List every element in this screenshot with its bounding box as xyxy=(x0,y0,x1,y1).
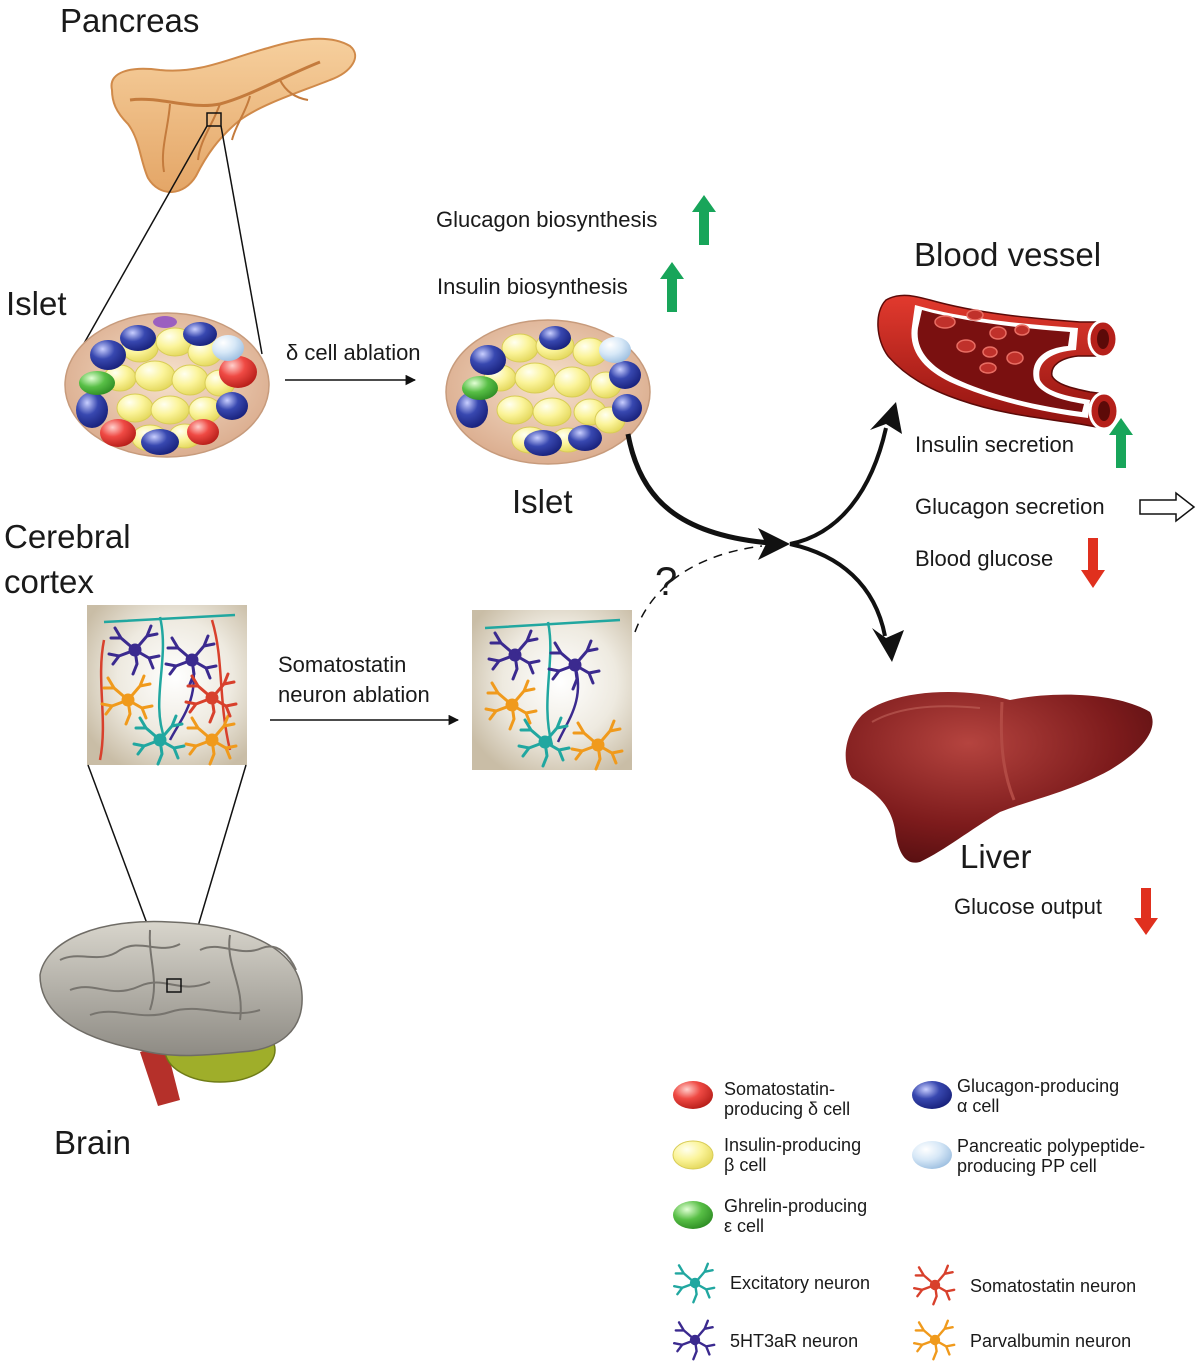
islet-left-illustration xyxy=(64,312,270,458)
legend-epsilon-swatch xyxy=(673,1201,713,1229)
islet-bottom-label: Islet xyxy=(512,483,573,520)
legend-parvalbumin-neuron-icon xyxy=(913,1319,956,1361)
glucagon-biosynthesis-label: Glucagon biosynthesis xyxy=(436,207,658,232)
cortex-left-illustration xyxy=(87,605,247,766)
pancreas-illustration xyxy=(77,37,357,355)
insulin-biosynthesis-up-arrow xyxy=(660,262,684,312)
islet-to-hub-arrow xyxy=(625,433,771,546)
islet-right-illustration xyxy=(445,319,651,465)
liver-label: Liver xyxy=(960,838,1032,875)
blood-vessel-label: Blood vessel xyxy=(914,236,1102,273)
legend-delta-swatch xyxy=(673,1081,713,1109)
insulin-biosynthesis-label: Insulin biosynthesis xyxy=(437,274,628,299)
legend-somatostatin-neuron-text: Somatostatin neuron xyxy=(970,1276,1137,1296)
glucagon-secretion-unchanged-arrow xyxy=(1139,491,1196,523)
legend-pp-text: Pancreatic polypeptide- producing PP cel… xyxy=(957,1136,1146,1177)
legend-excitatory-neuron-icon xyxy=(673,1262,716,1304)
cortex-to-hub-dashed-arrow xyxy=(634,545,763,633)
legend-alpha-text: Glucagon-producing α cell xyxy=(957,1076,1120,1117)
legend-beta-text: Insulin-producing β cell xyxy=(724,1135,862,1176)
blood-glucose-label: Blood glucose xyxy=(915,546,1054,571)
brain-illustration xyxy=(39,764,303,1106)
blood-glucose-down-arrow xyxy=(1081,538,1105,588)
legend-pp-swatch xyxy=(912,1141,952,1169)
legend-swatches xyxy=(672,1081,956,1361)
pancreas-label: Pancreas xyxy=(60,2,200,39)
legend-alpha-swatch xyxy=(912,1081,952,1109)
blood-vessel-illustration xyxy=(877,294,1120,431)
somatostatin-ablation-label-line2: neuron ablation xyxy=(278,682,430,707)
insulin-secretion-up-arrow xyxy=(1109,418,1133,468)
cortex-right-illustration xyxy=(472,610,632,771)
question-mark: ? xyxy=(655,560,678,604)
legend-beta-swatch xyxy=(672,1140,714,1170)
cerebral-cortex-label-line2: cortex xyxy=(4,563,94,600)
brain-label: Brain xyxy=(54,1124,132,1161)
somatostatin-ablation-label-line1: Somatostatin xyxy=(278,652,407,677)
delta-ablation-label: δ cell ablation xyxy=(286,340,421,365)
cerebral-cortex-label-line1: Cerebral xyxy=(4,518,131,555)
legend-somatostatin-neuron-icon xyxy=(913,1264,956,1306)
glucose-output-label: Glucose output xyxy=(954,894,1102,919)
glucagon-biosynthesis-up-arrow xyxy=(692,195,716,245)
legend-excitatory-text: Excitatory neuron xyxy=(730,1273,871,1293)
hub-to-vessel-arrow xyxy=(789,427,888,546)
glucose-output-down-arrow xyxy=(1134,888,1158,935)
legend-parvalbumin-text: Parvalbumin neuron xyxy=(970,1331,1132,1351)
insulin-secretion-label: Insulin secretion xyxy=(915,432,1074,457)
hub-to-liver-arrow xyxy=(789,542,887,637)
legend-5ht3ar-text: 5HT3aR neuron xyxy=(730,1331,859,1351)
legend-delta-text: Somatostatin- producing δ cell xyxy=(724,1079,851,1120)
legend-5ht3ar-neuron-icon xyxy=(673,1319,716,1361)
liver-illustration xyxy=(845,692,1153,863)
islet-left-label: Islet xyxy=(6,285,67,322)
legend-epsilon-text: Ghrelin-producing ε cell xyxy=(724,1196,868,1237)
glucagon-secretion-label: Glucagon secretion xyxy=(915,494,1105,519)
